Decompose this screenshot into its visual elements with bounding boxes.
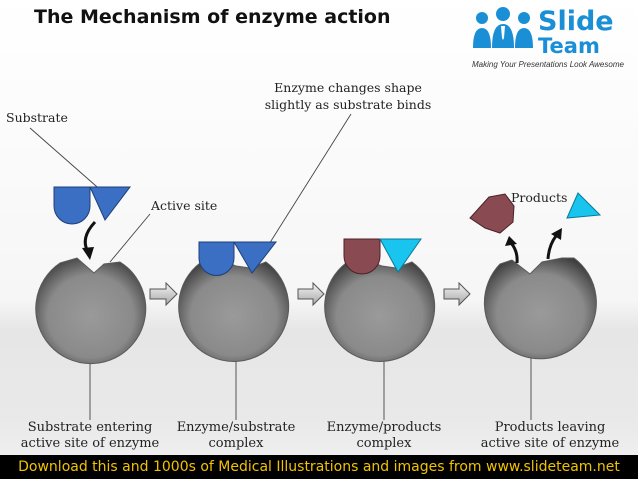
active-site-leader-line bbox=[109, 213, 151, 263]
products-label: Products bbox=[511, 190, 568, 205]
bound-substrate-triangle bbox=[233, 241, 278, 274]
stage2-label: Enzyme/substrate complex bbox=[151, 420, 321, 452]
process-arrow-1 bbox=[149, 281, 178, 307]
leave-arrowhead-2-icon bbox=[551, 228, 562, 240]
stage3-label: Enzyme/products complex bbox=[299, 420, 469, 452]
shape-change-label-line2: slightly as substrate binds bbox=[264, 97, 432, 112]
bound-substrate-shape bbox=[198, 241, 235, 276]
product-maroon-shape bbox=[343, 238, 381, 275]
substrate-leader-line bbox=[29, 127, 105, 194]
logo-tagline: Making Your Presentations Look Awesome bbox=[472, 60, 624, 69]
leave-arrowhead-1-icon bbox=[505, 236, 517, 246]
process-arrow-3 bbox=[443, 281, 471, 307]
download-banner[interactable]: Download this and 1000s of Medical Illus… bbox=[0, 455, 638, 479]
stage2-label-line2: complex bbox=[208, 436, 264, 451]
stage1-label: Substrate entering active site of enzyme bbox=[5, 420, 175, 452]
enzyme-stage1 bbox=[35, 257, 147, 365]
enzyme-stage3 bbox=[324, 259, 436, 362]
process-arrow-2 bbox=[297, 281, 325, 307]
released-product-maroon bbox=[469, 193, 515, 234]
logo-team-text: Team bbox=[538, 34, 600, 58]
slideteam-logo: Slide Team Making Your Presentations Loo… bbox=[470, 4, 636, 72]
enzyme-stage2 bbox=[178, 259, 290, 362]
stage1-label-line1: Substrate entering bbox=[27, 420, 153, 435]
stage3-label-line1: Enzyme/products bbox=[326, 420, 442, 435]
released-product-cyan bbox=[566, 192, 602, 219]
active-site-label: Active site bbox=[151, 198, 218, 213]
stage2-label-line1: Enzyme/substrate bbox=[176, 420, 296, 435]
entry-arrowhead-icon bbox=[82, 247, 94, 260]
product-leave-arrow-2 bbox=[546, 235, 558, 260]
stage3-label-line2: complex bbox=[356, 436, 412, 451]
page-title: The Mechanism of enzyme action bbox=[34, 6, 391, 28]
logo-slide-text: Slide bbox=[538, 6, 614, 37]
shape-change-label-line1: Enzyme changes shape bbox=[274, 80, 422, 95]
substrate-label: Substrate bbox=[6, 110, 68, 125]
substrate-blue-shape bbox=[53, 186, 91, 225]
stage4-label-line2: active site of enzyme bbox=[480, 436, 620, 451]
stage1-label-line2: active site of enzyme bbox=[20, 436, 160, 451]
stage4-label-line1: Products leaving bbox=[494, 420, 606, 435]
stage4-label: Products leaving active site of enzyme bbox=[465, 420, 635, 452]
product-cyan-triangle bbox=[379, 238, 422, 273]
people-logo-icon bbox=[473, 7, 533, 48]
enzyme-stage4 bbox=[483, 257, 597, 360]
substrate-blue-triangle bbox=[89, 186, 132, 221]
